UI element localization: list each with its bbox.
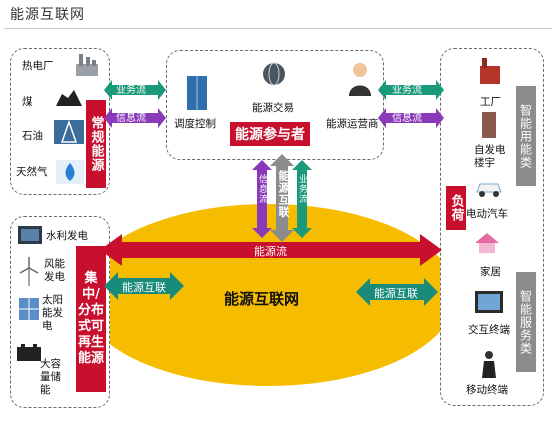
left-info-flow-label: 信息流 (116, 113, 146, 124)
vertical-center-arrow (270, 154, 294, 242)
renewable-energy-tag: 集中/分布式可再生能源 (76, 246, 106, 392)
participants-tag: 能源参与者 (230, 122, 310, 146)
right-info-flow-arrow (378, 108, 444, 128)
left-info-flow-arrow (104, 108, 166, 128)
load-tag: 负荷 (446, 186, 466, 230)
oil-rig-icon (54, 119, 84, 144)
wind-turbine-icon (18, 256, 40, 286)
right-business-flow-label: 业务流 (392, 85, 422, 96)
natural-gas-label: 天然气 (16, 166, 48, 178)
left-business-flow-label: 业务流 (116, 85, 146, 96)
interactive-terminal-label: 交互终端 (468, 324, 510, 336)
operator-label: 能源运营商 (326, 118, 379, 130)
power-plant-icon (74, 52, 100, 78)
factory-icon (478, 56, 502, 84)
vertical-business-flow-arrow (292, 160, 312, 238)
mobile-terminal-label: 移动终端 (466, 384, 508, 396)
globe-icon (262, 62, 286, 88)
power-plant-label: 热电厂 (22, 60, 54, 72)
solar-label: 太阳能发电 (42, 294, 63, 332)
vertical-info-flow-label: 信息流 (257, 174, 267, 204)
smart-service-category: 智能服务类 (516, 272, 536, 372)
electric-car-label: 电动汽车 (466, 208, 508, 220)
title-divider (4, 28, 552, 29)
right-energy-internet-arrow (356, 278, 438, 306)
interactive-terminal-icon (474, 290, 504, 314)
left-energy-internet-label: 能源互联 (122, 281, 166, 294)
page-title: 能源互联网 (10, 7, 85, 23)
operator-person-icon (348, 62, 372, 96)
energy-internet-center-label: 能源互联网 (224, 290, 300, 308)
energy-flow-label: 能源流 (254, 245, 287, 258)
dispatch-label: 调度控制 (174, 118, 216, 130)
battery-icon (16, 344, 42, 362)
oil-label: 石油 (22, 130, 43, 142)
electric-car-icon (474, 178, 504, 198)
hydro-label: 水利发电 (46, 230, 88, 242)
energy-trading-label: 能源交易 (252, 102, 294, 114)
mobile-person-icon (480, 350, 498, 378)
left-business-flow-arrow (104, 80, 166, 100)
home-label: 家居 (480, 266, 501, 278)
home-icon (474, 232, 500, 254)
right-energy-internet-label: 能源互联 (374, 287, 418, 300)
coal-label: 煤 (22, 96, 33, 108)
wind-label: 风能发电 (44, 258, 65, 283)
building-icon (478, 112, 500, 138)
right-business-flow-arrow (378, 80, 444, 100)
coal-icon (54, 88, 84, 108)
energy-flow-arrow (100, 234, 442, 266)
right-info-flow-label: 信息流 (392, 113, 422, 124)
left-energy-internet-arrow (104, 272, 184, 300)
storage-label: 大容量储能 (40, 358, 61, 396)
self-gen-building-label: 自发电楼宇 (474, 144, 506, 169)
solar-panel-icon (18, 296, 40, 322)
renewable-energy-tag-text: 集中/分布式可再生能源 (77, 271, 104, 366)
vertical-center-label: 能源互联 (277, 170, 290, 218)
vertical-info-flow-arrow (252, 160, 272, 238)
factory-label: 工厂 (480, 96, 501, 108)
smart-energy-category: 智能用能类 (516, 86, 536, 186)
vertical-business-flow-label: 业务流 (297, 174, 307, 204)
dispatch-building-icon (184, 74, 210, 110)
conventional-energy-tag: 常规能源 (86, 100, 106, 188)
gas-flame-icon (56, 160, 84, 184)
hydro-icon (18, 226, 42, 244)
